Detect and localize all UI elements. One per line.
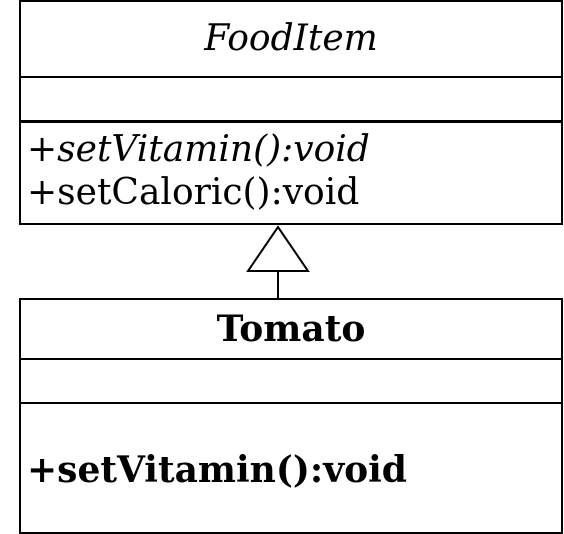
visibility-marker: +: [27, 129, 58, 170]
class-box-tomato[interactable]: Tomato +setVitamin():void: [19, 298, 563, 534]
operations-section: +setVitamin():void +setCaloric():void: [21, 123, 561, 223]
operations-section: +setVitamin():void: [21, 404, 561, 532]
class-box-fooditem[interactable]: FoodItem +setVitamin():void +setCaloric(…: [19, 0, 563, 225]
class-name-section: FoodItem: [21, 2, 561, 78]
hollow-triangle-arrowhead: [246, 225, 310, 272]
class-name: FoodItem: [204, 18, 378, 59]
operation-set-caloric: +setCaloric():void: [21, 171, 561, 214]
operation-signature: setCaloric():void: [57, 172, 360, 213]
operation-signature: setVitamin():void: [57, 129, 370, 170]
attributes-section: [21, 78, 561, 123]
operation-set-vitamin: +setVitamin():void: [21, 449, 561, 492]
operation-signature: setVitamin():void: [57, 449, 407, 491]
operation-set-vitamin: +setVitamin():void: [21, 128, 561, 171]
visibility-marker: +: [27, 449, 58, 491]
class-name-section: Tomato: [21, 300, 561, 360]
attributes-section: [21, 360, 561, 404]
class-name: Tomato: [216, 308, 366, 350]
visibility-marker: +: [27, 172, 58, 213]
